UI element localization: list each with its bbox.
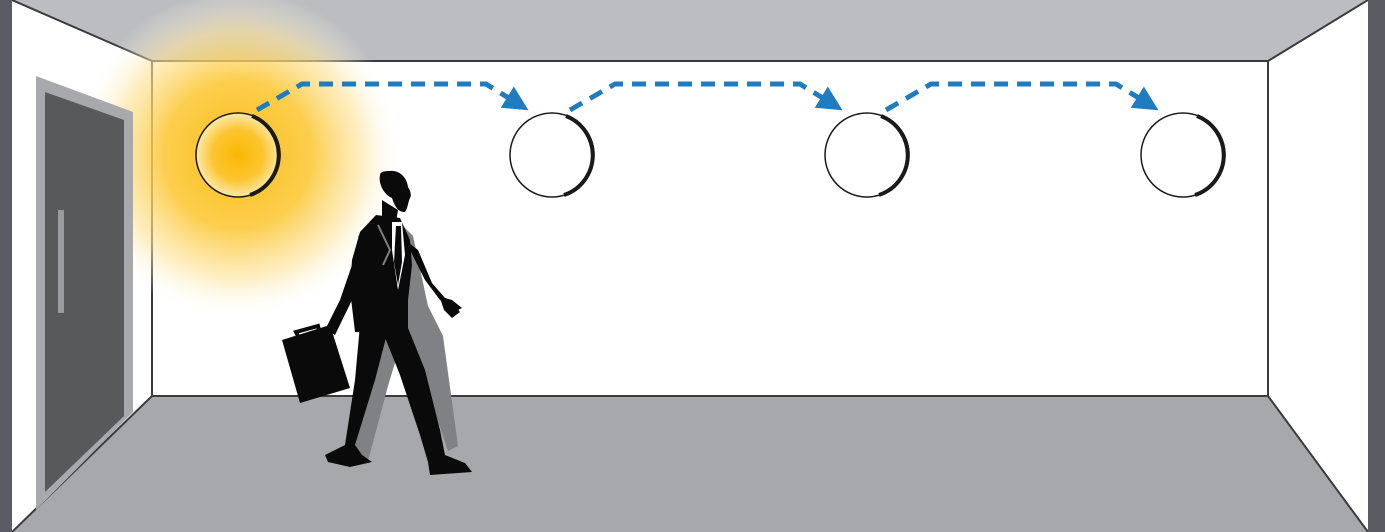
light-fixture-off xyxy=(825,113,909,197)
light-fixture-on xyxy=(196,113,280,197)
door-handle xyxy=(58,210,64,313)
light-fixture-off xyxy=(510,113,594,197)
light-fixture-off xyxy=(1141,113,1225,197)
floor xyxy=(12,396,1368,532)
